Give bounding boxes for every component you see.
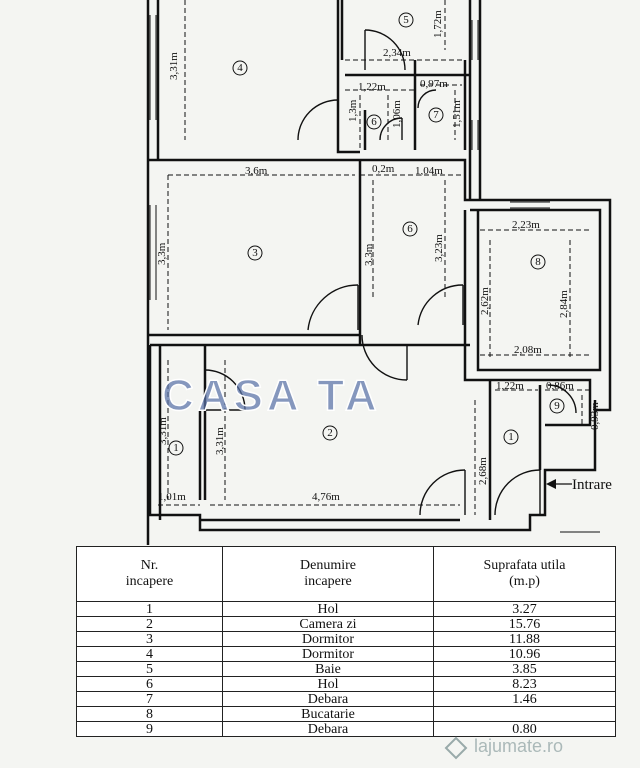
dim-d6b-height: 1,06m [391,100,403,128]
dim-d6-width: 1,22m [358,81,386,93]
room-number-4: 4 [237,62,243,74]
room-name: Camera zi [222,616,434,632]
room-number: 4 [76,646,223,662]
room-number-6-upper: 6 [371,116,377,128]
dim-d6-height: 1,3m [347,99,359,122]
room-name: Hol [222,676,434,692]
dim-r9-height: 0,93m [589,402,601,430]
dim-r9-width: 0,86m [546,380,574,392]
header-room-area: Suprafata utila (m.p) [433,546,616,602]
dim-r2-height: 3,31m [214,427,226,455]
room-name: Debara [222,691,434,707]
room-number: 9 [76,721,223,737]
dim-r2-width: 4,76m [312,491,340,503]
room-name: Debara [222,721,434,737]
room-name: Bucatarie [222,706,434,722]
table-header-row: Nr. incapere Denumire incapere Suprafata… [76,546,616,602]
dim-hall-h2: 3,23m [433,234,445,262]
room-name: Hol [222,601,434,617]
dim-r10-height: 3,31m [157,417,169,445]
room-number: 3 [76,631,223,647]
room-area: 11.88 [433,631,616,647]
room-name: Dormitor [222,631,434,647]
dim-r8-w2: 2,08m [514,344,542,356]
room-number: 6 [76,676,223,692]
room-area: 10.96 [433,646,616,662]
dim-d7-height: 1,51m [451,100,463,128]
header-room-name-line1: Denumire [300,558,356,573]
room-number: 8 [76,706,223,722]
watermark-site-text: lajumate.ro [474,736,563,756]
room-number-6: 6 [407,223,413,235]
room-area: 8.23 [433,676,616,692]
dim-hall-width: 1,04m [415,165,443,177]
room-name: Baie [222,661,434,677]
dim-r1-height: 2,68m [477,457,489,485]
dim-r8-width: 2,23m [512,219,540,231]
room-area: 1.46 [433,691,616,707]
header-room-number-line2: incapere [125,574,174,589]
room-number-3: 3 [252,247,258,259]
room-number-7: 7 [433,109,439,121]
room-number-9: 9 [554,400,560,412]
dim-r3-height: 3,3m [156,242,168,265]
room-area [433,706,616,722]
room-number-8: 8 [535,256,541,268]
dim-d7-width: 0,97m [420,78,448,90]
header-room-area-line1: Suprafata utila [483,558,566,573]
dim-r5-width: 2,34m [383,47,411,59]
dim-r4-height: 3,31m [168,52,180,80]
entry-arrow-icon [546,479,556,489]
watermark-logo: CASA TA [162,371,381,420]
room-number: 2 [76,616,223,632]
dim-gap-width: 0,2m [372,163,395,175]
room-area: 15.76 [433,616,616,632]
header-room-name: Denumire incapere [222,546,434,602]
room-number: 7 [76,691,223,707]
room-number-2: 2 [327,427,333,439]
header-room-name-line2: incapere [304,574,352,589]
floor-plan: 4 5 6 7 3 6 8 1 9 2 1 3,31m 2,34m 1,72m … [146,0,612,545]
room-area: 0.80 [433,721,616,737]
dim-r8-h2: 2,84m [558,290,570,318]
room-number-1: 1 [508,431,514,443]
dim-r10-width: 1,01m [158,491,186,503]
header-room-number: Nr. incapere [76,546,223,602]
entry-label: Intrare [572,477,612,493]
dim-r1-width: 1,22m [496,380,524,392]
watermark-site: lajumate.ro [444,736,563,760]
room-name: Dormitor [222,646,434,662]
dim-r5-height: 1,72m [432,10,444,38]
room-area-table: Nr. incapere Denumire incapere Suprafata… [76,546,616,737]
room-area: 3.27 [433,601,616,617]
room-number: 5 [76,661,223,677]
room-number: 1 [76,601,223,617]
room-number-5: 5 [403,14,409,26]
dim-hall-h1: 3,3m [363,243,375,266]
dim-r3-width: 3,6m [245,165,268,177]
header-room-area-line2: (m.p) [509,574,540,589]
header-room-number-line1: Nr. [140,558,159,573]
dim-r8-h1: 2,62m [479,287,491,315]
site-logo-icon [444,736,468,760]
room-number-10: 1 [173,442,179,454]
room-area: 3.85 [433,661,616,677]
